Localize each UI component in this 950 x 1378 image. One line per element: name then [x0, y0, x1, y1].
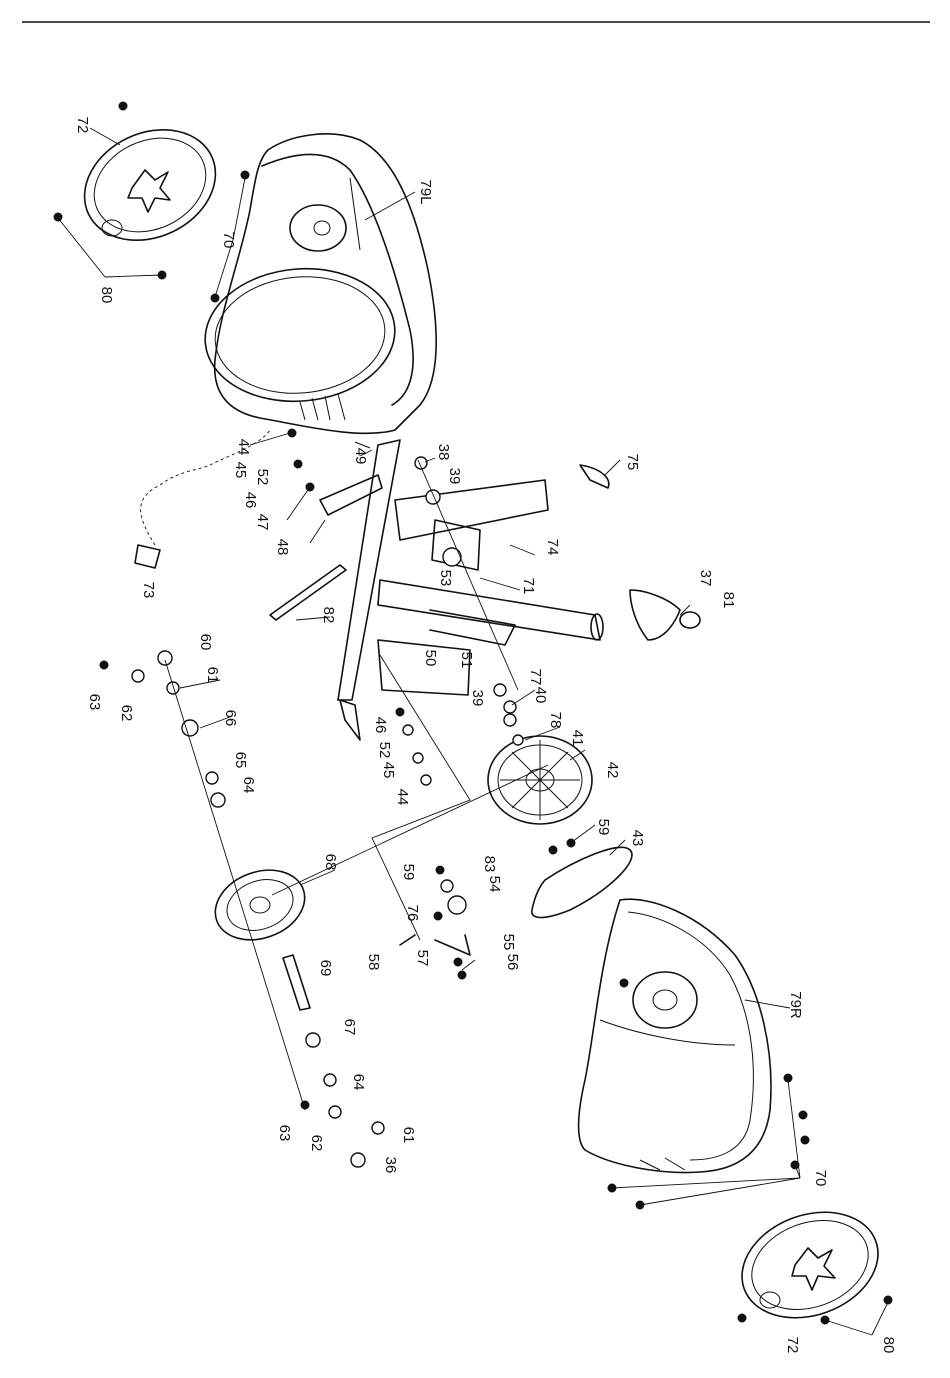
part-label-p59b: 59: [400, 864, 417, 881]
part-label-p36: 36: [382, 1157, 399, 1174]
part-label-p64a: 64: [240, 777, 257, 794]
part-label-p79R: 79R: [787, 991, 804, 1019]
flywheel-assembly: [205, 858, 314, 1010]
part-label-p72b: 72: [784, 1337, 801, 1354]
part-label-p38: 38: [435, 444, 452, 461]
part-label-p44a: 44: [235, 439, 252, 456]
part-label-p46b: 46: [372, 717, 389, 734]
part-label-p51: 51: [458, 652, 475, 669]
part-label-p60: 60: [197, 634, 214, 651]
part-label-p53: 53: [437, 570, 454, 587]
pulley-assembly: [488, 736, 592, 824]
part-label-p63a: 63: [86, 694, 103, 711]
part-label-p50: 50: [422, 650, 439, 667]
part-label-p37: 37: [697, 570, 714, 587]
part-label-p79L: 79L: [417, 179, 434, 204]
part-label-p69: 69: [317, 960, 334, 977]
part-label-p61b: 61: [400, 1127, 417, 1144]
part-label-p47: 47: [254, 514, 271, 531]
part-label-p68: 68: [322, 854, 339, 871]
part-label-p42: 42: [604, 762, 621, 779]
part-label-p76: 76: [404, 905, 421, 922]
part-label-p63b: 63: [276, 1125, 293, 1142]
part-label-p44b: 44: [394, 789, 411, 806]
part-label-p72a: 72: [74, 117, 91, 134]
part-label-p81: 81: [720, 592, 737, 609]
part-label-p83: 83: [481, 856, 498, 873]
part-label-p52a: 52: [254, 469, 271, 486]
left-side-cover: [200, 134, 437, 433]
part-label-p59a: 59: [595, 819, 612, 836]
part-label-p54: 54: [486, 876, 503, 893]
part-label-p48: 48: [274, 539, 291, 556]
part-label-p75: 75: [624, 454, 641, 471]
part-label-p56: 56: [504, 954, 521, 971]
part-label-p77: 77: [527, 669, 544, 686]
part-label-p66: 66: [222, 710, 239, 727]
assembly-guide-lines: [165, 460, 548, 1110]
part-label-p73: 73: [140, 582, 157, 599]
part-label-p67: 67: [341, 1019, 358, 1036]
right-side-cover: [579, 899, 771, 1172]
part-label-p61a: 61: [204, 667, 221, 684]
part-label-p58: 58: [365, 954, 382, 971]
part-label-p82: 82: [320, 607, 337, 624]
part-label-p43: 43: [629, 830, 646, 847]
part-label-p71: 71: [520, 578, 537, 595]
part-label-p52b: 52: [376, 742, 393, 759]
part-label-p46a: 46: [242, 492, 259, 509]
part-label-p39b: 39: [469, 690, 486, 707]
part-label-p65: 65: [232, 752, 249, 769]
part-label-p62a: 62: [118, 705, 135, 722]
part-label-p74: 74: [544, 539, 561, 556]
part-label-p80a: 80: [98, 287, 115, 304]
part-label-p57: 57: [414, 950, 431, 967]
part-label-p62b: 62: [308, 1135, 325, 1152]
part-label-p80b: 80: [880, 1337, 897, 1354]
part-label-p70b: 70: [812, 1170, 829, 1187]
end-cap-lower: [727, 1194, 893, 1336]
part-label-p70a: 70: [220, 232, 237, 249]
part-label-p45b: 45: [380, 762, 397, 779]
part-label-p55: 55: [500, 934, 517, 951]
part-label-p39a: 39: [446, 468, 463, 485]
part-label-p78: 78: [547, 712, 564, 729]
part-label-p64b: 64: [350, 1074, 367, 1091]
part-label-p49: 49: [352, 448, 369, 465]
hardware-fasteners: [54, 102, 892, 1324]
part-label-p45a: 45: [232, 462, 249, 479]
part-label-p41: 41: [569, 730, 586, 747]
part-label-p40: 40: [532, 687, 549, 704]
